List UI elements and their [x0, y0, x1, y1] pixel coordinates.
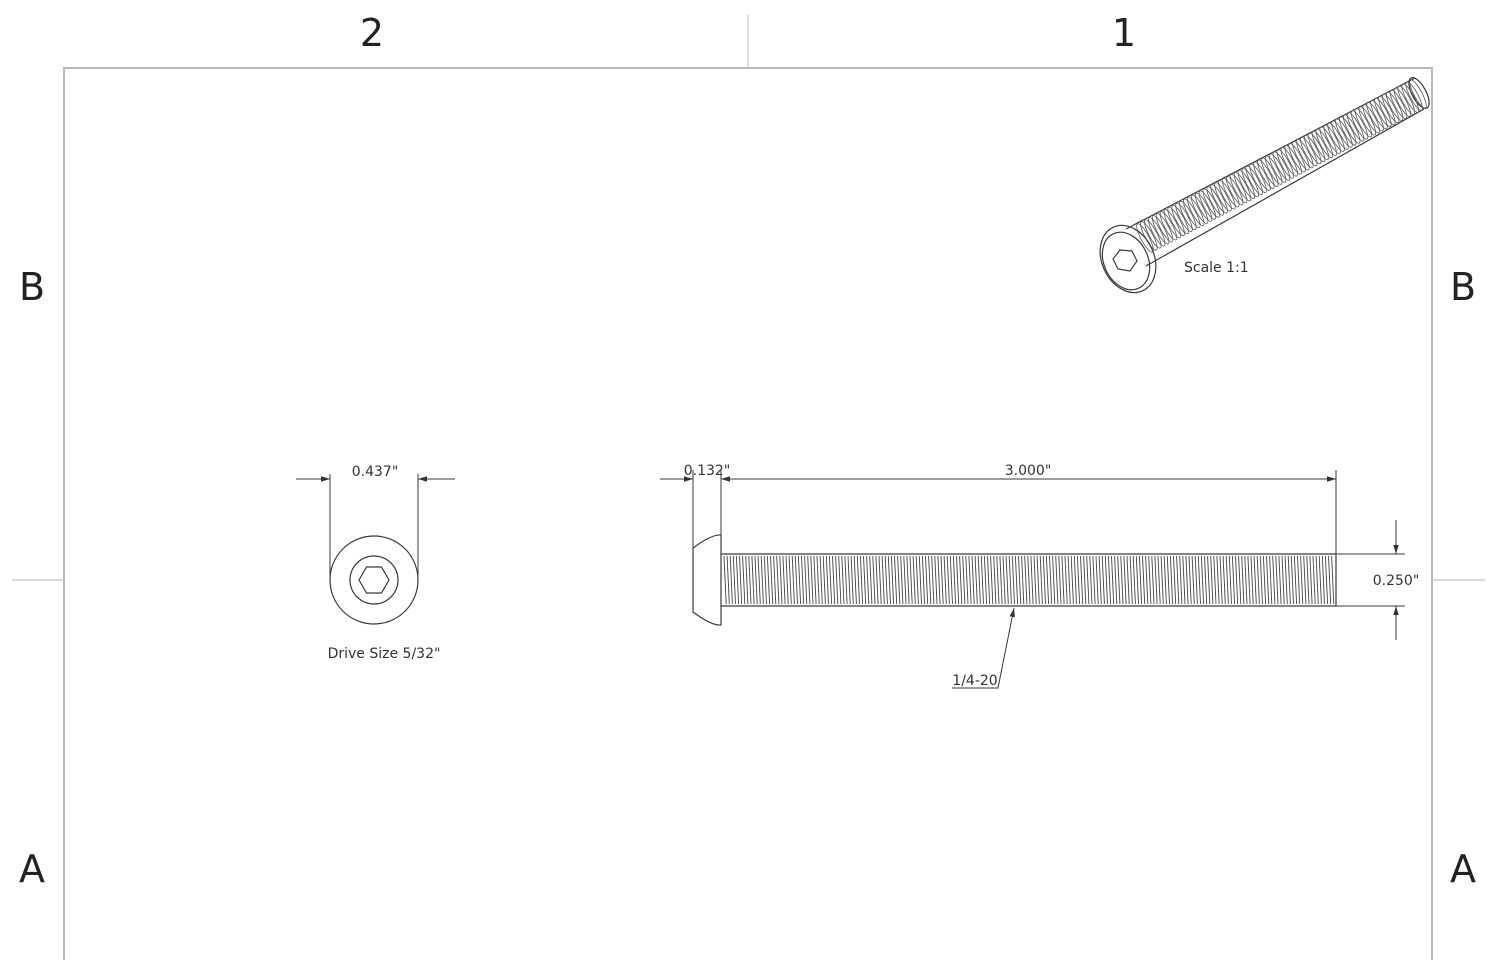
zone-row-a-left: A	[19, 847, 45, 891]
side-view: 0.132" 3.000" 0.250" 1/4-20	[660, 463, 1419, 689]
isometric-threads	[1136, 79, 1427, 253]
head-height-label: 0.132"	[684, 463, 731, 479]
shank-threads	[723, 555, 1335, 605]
button-head	[692, 534, 722, 626]
zone-column-1: 1	[1112, 11, 1136, 55]
isometric-view: Scale 1:1	[1099, 77, 1430, 294]
length-label: 3.000"	[1005, 463, 1052, 479]
thread-leader	[952, 607, 1015, 689]
zone-row-a-right: A	[1450, 847, 1476, 891]
drive-size-label: Drive Size 5/32"	[328, 646, 441, 662]
zone-row-b-right: B	[1450, 265, 1476, 309]
end-view: 0.437" Drive Size 5/32"	[296, 464, 455, 662]
zone-row-b-left: B	[19, 265, 45, 309]
scale-label: Scale 1:1	[1184, 260, 1249, 276]
shank-diameter-label: 0.250"	[1373, 573, 1420, 589]
diameter-label: 0.437"	[352, 464, 399, 480]
thread-label: 1/4-20	[952, 673, 997, 689]
zone-column-2: 2	[360, 11, 384, 55]
